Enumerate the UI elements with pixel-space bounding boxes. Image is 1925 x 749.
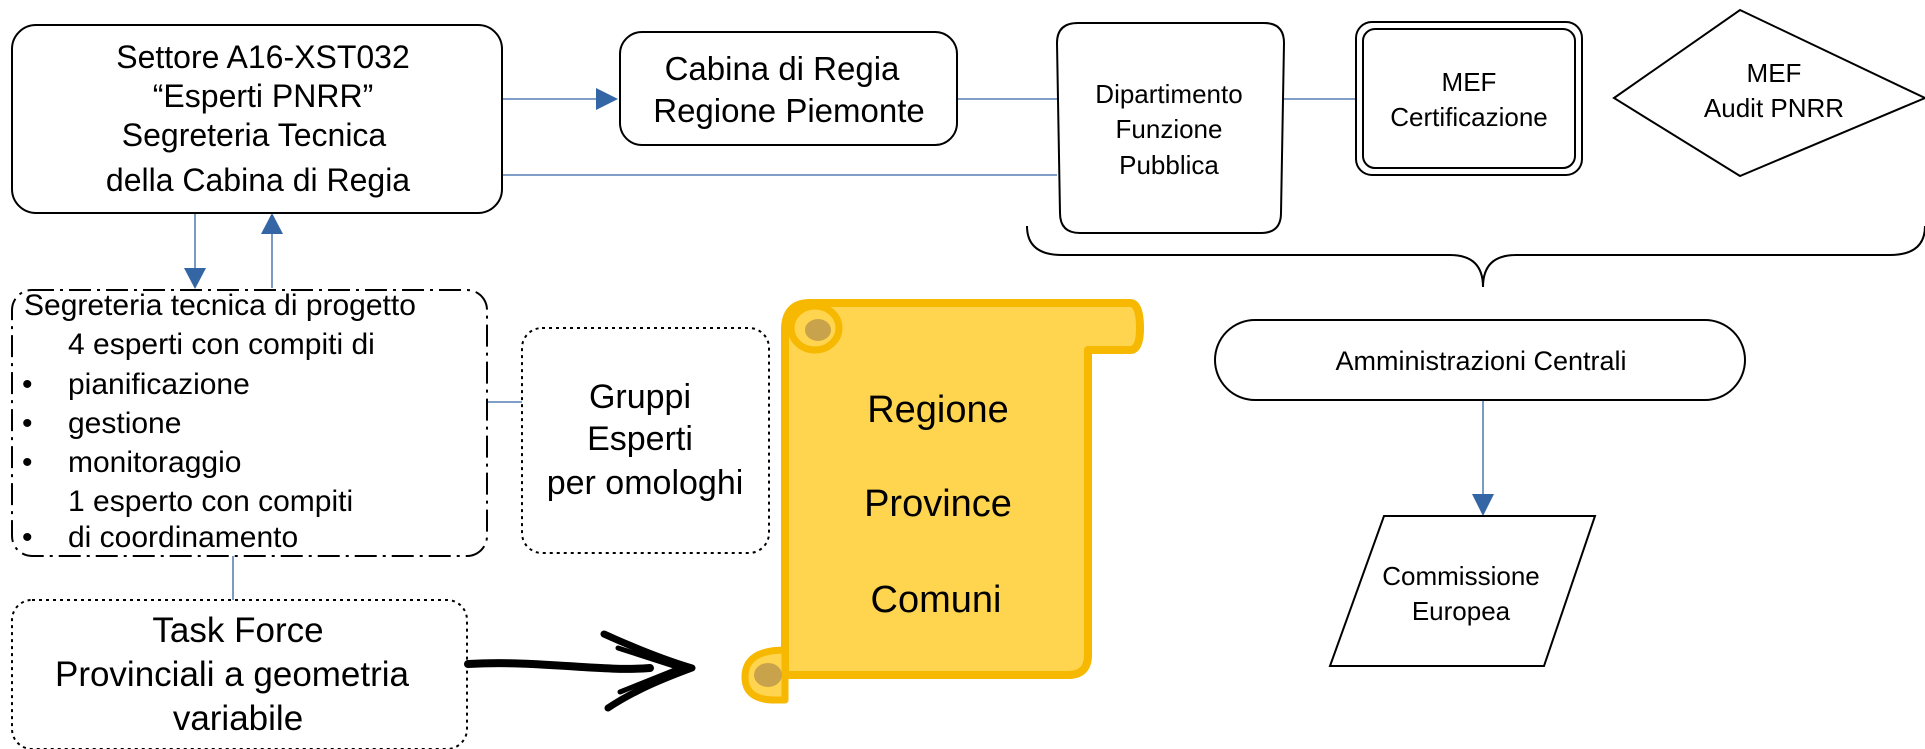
arrowhead-to-settore <box>261 213 283 234</box>
commissione-box: Commissione Europea <box>1328 515 1597 667</box>
task-force-line3: variabile <box>173 699 303 738</box>
settore-line1: Settore A16-XST032 <box>116 39 410 75</box>
arrowhead-to-segreteria <box>184 268 206 289</box>
scroll-shape: Regione Province Comuni <box>741 299 1144 704</box>
cabina-line1: Cabina di Regia <box>665 50 900 87</box>
segreteria-item-2: gestione <box>68 407 181 440</box>
task-force-arrow <box>464 630 696 712</box>
mef-cert-line1: MEF <box>1442 67 1497 97</box>
segreteria-progetto-box: Segreteria tecnica di progetto 4 esperti… <box>11 289 488 557</box>
mef-cert-line2: Certificazione <box>1390 102 1548 132</box>
dipartimento-box: Dipartimento Funzione Pubblica <box>1055 22 1286 234</box>
segreteria-intro1: 4 esperti con compiti di <box>68 328 375 361</box>
scroll-item-province: Province <box>864 483 1012 525</box>
amministrazioni-label: Amministrazioni Centrali <box>1335 346 1626 376</box>
gruppi-box: Gruppi Esperti per omologhi <box>521 327 770 554</box>
task-force-line2: Provinciali a geometria <box>55 655 410 694</box>
task-force-line1: Task Force <box>152 611 323 650</box>
scroll-item-regione: Regione <box>867 389 1009 431</box>
grouping-brace <box>1026 225 1925 288</box>
arrowhead-to-commissione <box>1472 494 1494 516</box>
mef-audit-line1: MEF <box>1747 58 1802 88</box>
arrowheads <box>184 88 1494 516</box>
segreteria-bullet-1: • <box>22 368 33 401</box>
gruppi-line3: per omologhi <box>547 464 744 502</box>
segreteria-bullet-4: • <box>22 521 33 554</box>
dipartimento-line3: Pubblica <box>1119 150 1219 180</box>
gruppi-line1: Gruppi <box>589 378 691 416</box>
amministrazioni-box: Amministrazioni Centrali <box>1214 319 1746 401</box>
cabina-line2: Regione Piemonte <box>653 92 925 129</box>
dipartimento-line1: Dipartimento <box>1095 79 1242 109</box>
segreteria-bullet-2: • <box>22 407 33 440</box>
gruppi-line2: Esperti <box>587 420 693 458</box>
settore-line2: “Esperti PNRR” <box>153 78 373 114</box>
settore-line4: della Cabina di Regia <box>106 162 410 198</box>
segreteria-item-last: di coordinamento <box>68 521 298 554</box>
scroll-item-comuni: Comuni <box>871 579 1002 621</box>
connectors <box>194 98 1484 600</box>
settore-box: Settore A16-XST032 “Esperti PNRR” Segret… <box>11 24 503 214</box>
commissione-line1: Commissione <box>1382 561 1540 591</box>
settore-line3: Segreteria Tecnica <box>122 117 387 153</box>
segreteria-item-1: pianificazione <box>68 368 250 401</box>
segreteria-intro2: 1 esperto con compiti <box>68 485 353 518</box>
segreteria-item-3: monitoraggio <box>68 446 241 479</box>
segreteria-bullet-3: • <box>22 446 33 479</box>
task-force-box: Task Force Provinciali a geometria varia… <box>11 599 468 749</box>
dipartimento-line2: Funzione <box>1116 114 1223 144</box>
cabina-box: Cabina di Regia Regione Piemonte <box>619 31 958 146</box>
commissione-line2: Europea <box>1412 596 1511 626</box>
segreteria-title: Segreteria tecnica di progetto <box>24 289 416 322</box>
mef-audit-line2: Audit PNRR <box>1704 93 1844 123</box>
mef-audit-diamond: MEF Audit PNRR <box>1612 8 1925 178</box>
mef-certificazione-box: MEF Certificazione <box>1355 21 1583 176</box>
arrowhead-to-cabina <box>596 88 618 110</box>
